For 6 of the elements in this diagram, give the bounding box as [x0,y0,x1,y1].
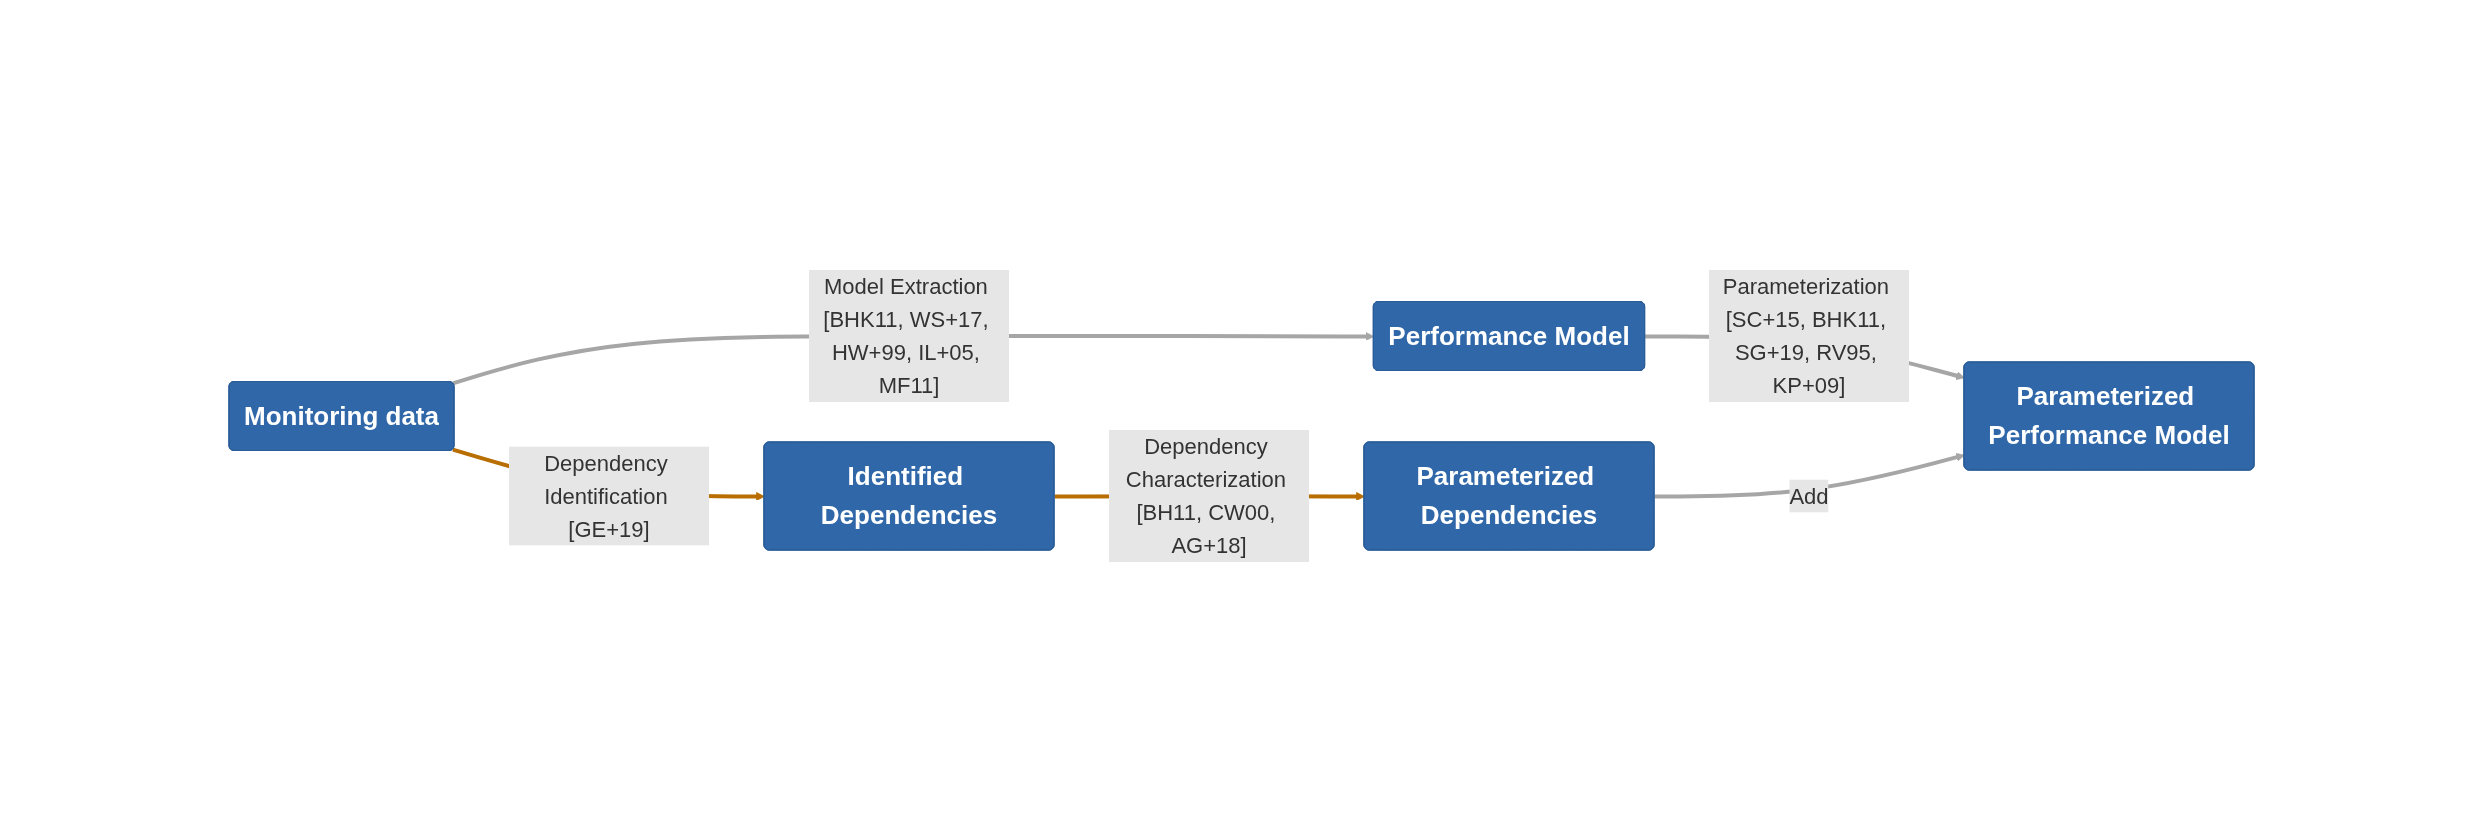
edge-label: Dependency Characterization [BH11, CW00, AG+18] [1125,434,1287,558]
edge-label: Dependency Identification [GE+19] [544,450,668,542]
edge-label: Model Extraction [BHK11, WS+17, HW+99, IL+05, MF11] [823,274,989,398]
edge-label: Parameterization [SC+15, BHK11, SG+19, RV95, KP+09] [1722,274,1890,398]
edge-label: Add [1789,483,1829,509]
arrow [1654,452,1965,499]
